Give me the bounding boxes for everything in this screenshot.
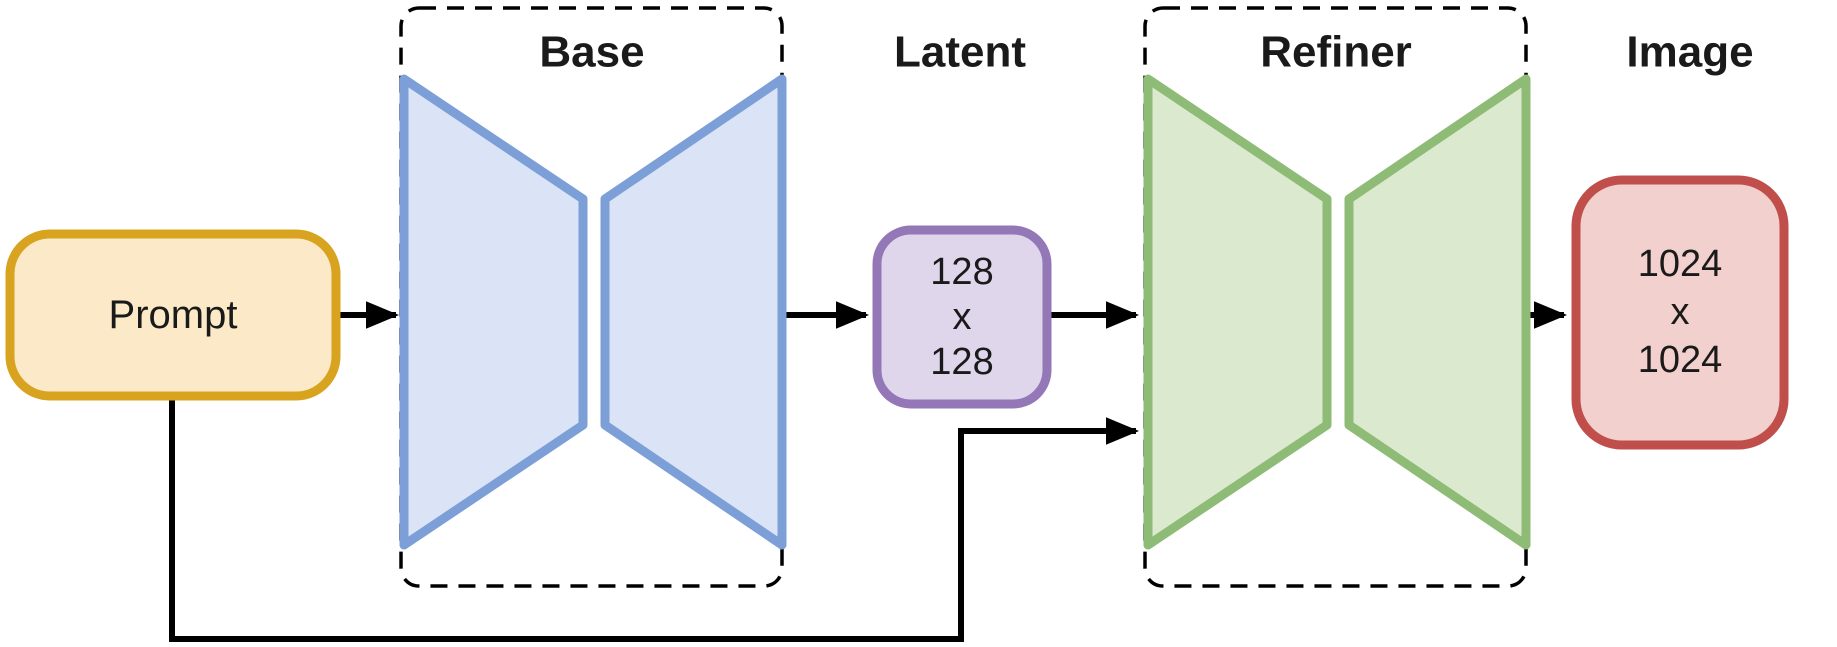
arrow-prompt-to-refiner-conditioning [169, 396, 1139, 642]
image-label: Image [1626, 28, 1753, 77]
latent-size-width: 128 [930, 251, 993, 293]
refiner-label: Refiner [1260, 28, 1412, 77]
base-decoder-trapezoid [600, 74, 787, 550]
image-size-height: 1024 [1638, 339, 1723, 381]
latent-group: Latent 128 x 128 [872, 28, 1052, 409]
image-size-width: 1024 [1638, 243, 1723, 285]
refiner-group: Refiner [1143, 6, 1531, 588]
prompt-group: Prompt [5, 229, 341, 401]
latent-label: Latent [894, 28, 1026, 77]
latent-box [872, 225, 1052, 409]
image-group: Image 1024 x 1024 [1571, 28, 1789, 450]
prompt-box [5, 229, 341, 401]
latent-size-height: 128 [930, 341, 993, 383]
refiner-decoder-trapezoid [1344, 74, 1531, 550]
image-size-separator: x [1671, 291, 1690, 333]
base-encoder-trapezoid [399, 74, 588, 550]
base-group: Base [399, 6, 787, 588]
image-box [1571, 175, 1789, 450]
latent-size-separator: x [953, 296, 972, 338]
base-label: Base [539, 28, 644, 77]
refiner-encoder-trapezoid [1143, 74, 1332, 550]
prompt-label: Prompt [109, 293, 238, 337]
